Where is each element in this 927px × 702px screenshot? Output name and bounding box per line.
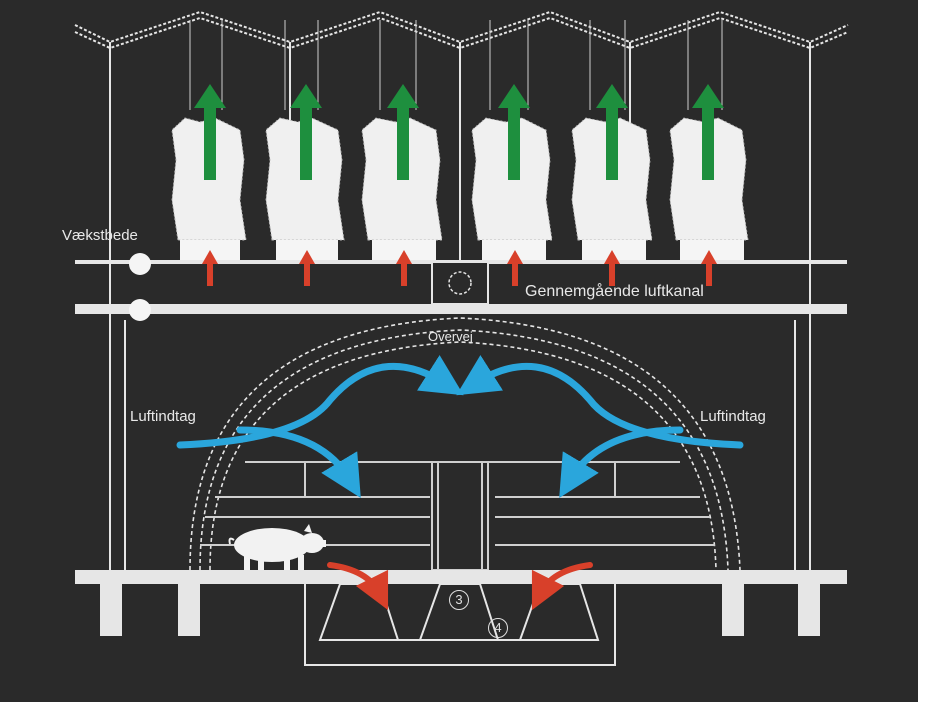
duct-circle-lower <box>129 299 151 321</box>
blue-air-arrows <box>176 355 744 499</box>
pig-icon <box>228 524 326 570</box>
red-up-arrow-icon <box>299 250 315 286</box>
green-up-arrow-icon <box>498 84 530 180</box>
hanging-threads <box>189 20 723 110</box>
red-air-arrows <box>327 562 593 611</box>
green-up-arrow-icon <box>290 84 322 180</box>
marker-four: 4 <box>488 618 508 638</box>
green-up-arrows <box>194 84 724 180</box>
duct-circle-upper <box>129 253 151 275</box>
marker-three: 3 <box>449 590 469 610</box>
green-up-arrow-icon <box>387 84 419 180</box>
label-overvej: Overvej <box>428 329 473 344</box>
red-up-arrows <box>202 250 717 286</box>
fan-icon <box>431 261 489 305</box>
blue-air-arrow-icon <box>559 426 684 499</box>
greenhouse-roof <box>74 10 849 50</box>
green-up-arrow-icon <box>194 84 226 180</box>
label-vaeksbede: Vækstbede <box>62 227 138 244</box>
red-air-arrow-icon <box>531 562 593 611</box>
green-up-arrow-icon <box>692 84 724 180</box>
label-luftindtag-right: Luftindtag <box>700 408 766 425</box>
blue-air-arrow-icon <box>236 426 361 499</box>
red-up-arrow-icon <box>507 250 523 286</box>
blue-air-arrow-icon <box>176 355 464 449</box>
stable-floor <box>75 570 847 636</box>
red-up-arrow-icon <box>396 250 412 286</box>
red-air-arrow-icon <box>327 562 389 611</box>
blue-air-arrow-icon <box>456 355 744 449</box>
label-luftindtag-left: Luftindtag <box>130 408 196 425</box>
label-luftkanal: Gennemgående luftkanal <box>525 283 704 300</box>
green-up-arrow-icon <box>596 84 628 180</box>
red-up-arrow-icon <box>202 250 218 286</box>
red-up-arrow-icon <box>701 250 717 286</box>
red-up-arrow-icon <box>604 250 620 286</box>
